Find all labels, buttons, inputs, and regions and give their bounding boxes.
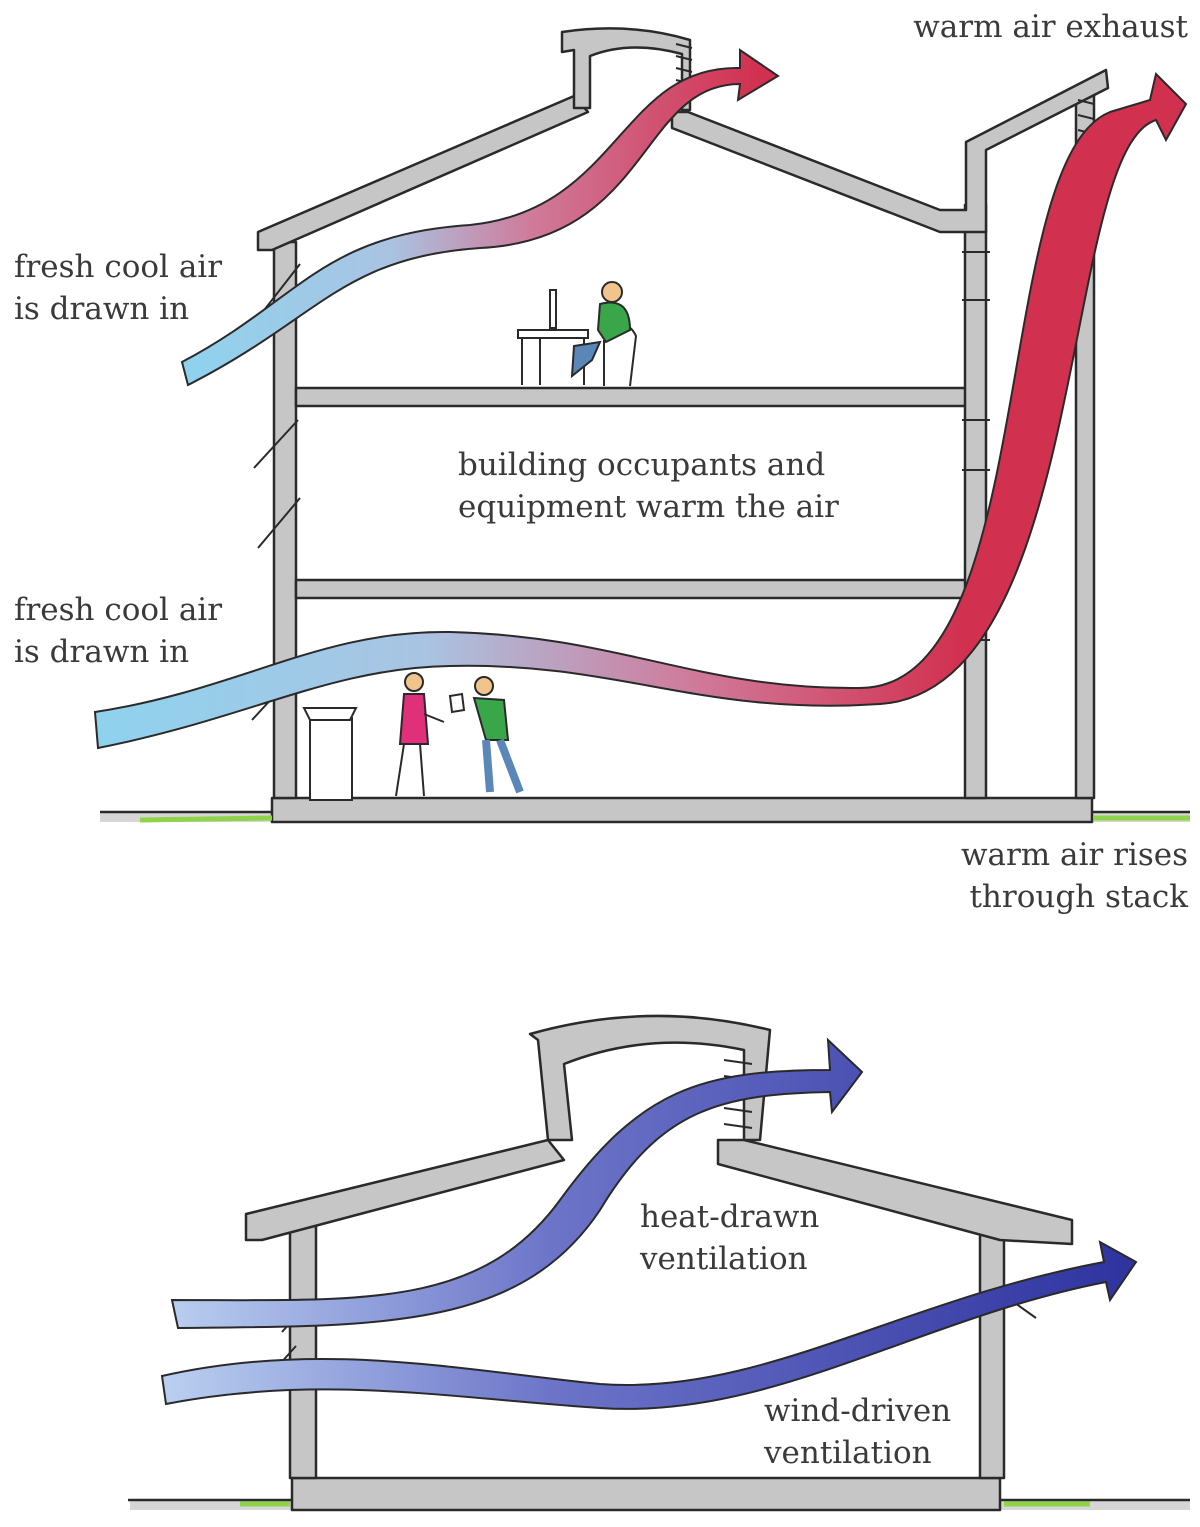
top-upper-floor-slab [296, 388, 972, 406]
label-occupants-line1: building occupants and [458, 444, 839, 486]
label-wind-driven-line1: wind-driven [764, 1390, 951, 1432]
label-heat-drawn-line1: heat-drawn [640, 1196, 819, 1238]
top-right-wall [965, 205, 986, 798]
bottom-right-wall [980, 1228, 1004, 1478]
person-at-desk-icon [518, 282, 636, 386]
label-stack-line2: through stack [961, 876, 1188, 918]
label-heat-drawn-line2: ventilation [640, 1238, 819, 1280]
top-middle-floor-slab [296, 580, 972, 598]
label-warm-air-exhaust-text: warm air exhaust [913, 6, 1188, 48]
upper-airflow-arrow [182, 50, 778, 385]
label-lower-intake: fresh cool air is drawn in [14, 589, 222, 673]
person-holding-paper-icon [450, 677, 520, 792]
lower-airflow-arrow [95, 74, 1186, 748]
label-wind-driven-line2: ventilation [764, 1432, 951, 1474]
label-warm-air-exhaust: warm air exhaust [913, 6, 1188, 48]
top-ground-floor-slab [272, 798, 1092, 822]
label-occupants-line2: equipment warm the air [458, 486, 839, 528]
label-upper-intake: fresh cool air is drawn in [14, 246, 222, 330]
label-stack: warm air rises through stack [961, 834, 1188, 918]
copier-icon [304, 708, 356, 800]
person-talking-icon [396, 673, 444, 796]
label-wind-driven: wind-driven ventilation [764, 1390, 951, 1474]
label-stack-line1: warm air rises [961, 834, 1188, 876]
label-occupants-warm-air: building occupants and equipment warm th… [458, 444, 839, 528]
top-grass-left [140, 818, 272, 820]
heat-drawn-airflow-arrow [172, 1040, 862, 1328]
label-lower-intake-line2: is drawn in [14, 631, 222, 673]
label-heat-drawn: heat-drawn ventilation [640, 1196, 819, 1280]
bottom-floor-slab [292, 1478, 1000, 1510]
label-upper-intake-line2: is drawn in [14, 288, 222, 330]
bottom-left-wall [290, 1222, 316, 1478]
bottom-left-roof [246, 1140, 564, 1240]
top-right-roof [672, 70, 1108, 232]
label-lower-intake-line1: fresh cool air [14, 589, 222, 631]
label-upper-intake-line1: fresh cool air [14, 246, 222, 288]
